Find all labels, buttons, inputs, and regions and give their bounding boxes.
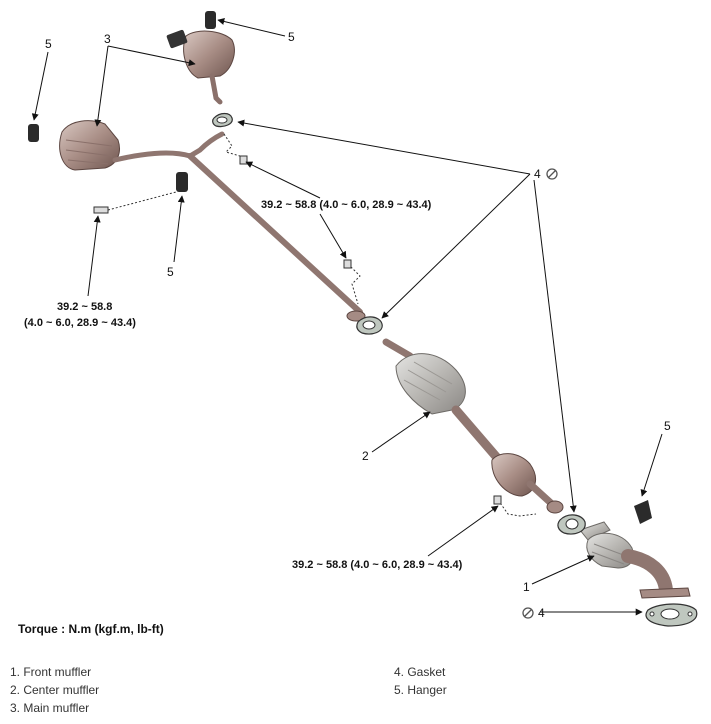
callout-hanger-top: 5 bbox=[288, 30, 295, 44]
legend-item-main-muffler: 3. Main muffler bbox=[10, 701, 90, 715]
legend-item-gasket: 4. Gasket bbox=[394, 665, 446, 679]
legend-item-front-muffler: 1. Front muffler bbox=[10, 665, 92, 679]
bolt-lower bbox=[493, 495, 537, 517]
callout-gasket-front: 4 bbox=[538, 606, 545, 620]
leader-lines bbox=[31, 18, 663, 616]
gasket-front bbox=[645, 603, 698, 627]
torque-value-lower: 39.2 ~ 58.8 (4.0 ~ 6.0, 28.9 ~ 43.4) bbox=[292, 559, 463, 571]
gasket-upper bbox=[212, 112, 233, 128]
callout-gasket-upper: 4 bbox=[534, 167, 541, 181]
center-muffler bbox=[382, 338, 564, 514]
gasket-middle bbox=[356, 316, 383, 335]
gasket-lower bbox=[557, 514, 586, 535]
callout-hanger-front: 5 bbox=[664, 419, 671, 433]
hanger-front bbox=[634, 500, 652, 524]
bolt-upper bbox=[223, 133, 248, 165]
callout-front-muffler: 1 bbox=[523, 580, 530, 594]
torque-unit-note: Torque : N.m (kgf.m, lb-ft) bbox=[18, 622, 164, 636]
no-reuse-icon bbox=[522, 607, 534, 619]
hanger-center bbox=[176, 172, 188, 192]
main-muffler-right bbox=[166, 29, 235, 105]
y-pipe bbox=[112, 131, 366, 322]
bolt-middle bbox=[343, 259, 361, 305]
torque-value-left-line1: 39.2 ~ 58.8 bbox=[57, 301, 112, 313]
legend-item-hanger: 5. Hanger bbox=[394, 683, 447, 697]
callout-main-muffler: 3 bbox=[104, 32, 111, 46]
callout-hanger-center: 5 bbox=[167, 265, 174, 279]
legend-right: 4. Gasket 5. Hanger bbox=[394, 663, 447, 699]
callout-hanger-left: 5 bbox=[45, 37, 52, 51]
bolt-left bbox=[93, 191, 177, 214]
torque-value-upper: 39.2 ~ 58.8 (4.0 ~ 6.0, 28.9 ~ 43.4) bbox=[261, 199, 432, 211]
callout-center-muffler: 2 bbox=[362, 449, 369, 463]
no-reuse-icon bbox=[546, 168, 558, 180]
front-muffler bbox=[579, 521, 691, 599]
main-muffler-left bbox=[59, 120, 120, 171]
hanger-left bbox=[28, 124, 39, 142]
legend-item-center-muffler: 2. Center muffler bbox=[10, 683, 100, 697]
torque-value-left-line2: (4.0 ~ 6.0, 28.9 ~ 43.4) bbox=[24, 317, 136, 329]
hanger-top bbox=[205, 11, 216, 29]
legend-left: 1. Front muffler 2. Center muffler 3. Ma… bbox=[10, 663, 99, 717]
